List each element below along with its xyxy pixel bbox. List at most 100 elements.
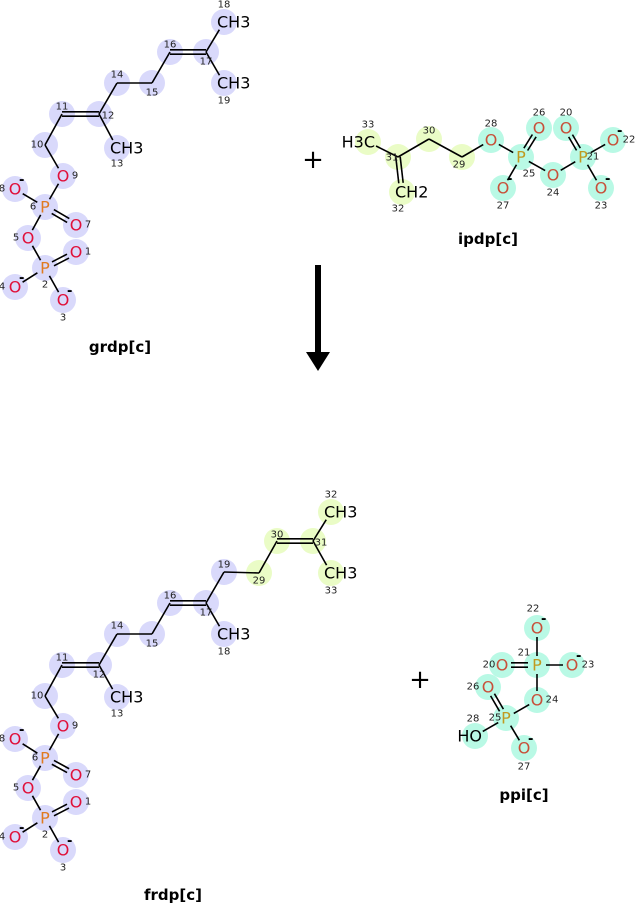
atom-number: 7 [85, 220, 91, 231]
frdp-atom-31[interactable]: 31 [315, 538, 328, 549]
frdp-atom-29[interactable]: 29 [253, 576, 266, 587]
single-bond [560, 160, 576, 172]
ipdp-atom-23[interactable]: O-23 [595, 172, 611, 212]
ppi-atom-20[interactable]: O20 [483, 656, 509, 675]
ppi-atom-21[interactable]: P21 [518, 648, 543, 675]
grdp-atom-highlight [15, 225, 41, 251]
frdp-atom-4[interactable]: O-4 [0, 821, 24, 847]
frdp-atom-5[interactable]: O5 [13, 779, 34, 798]
atom-number: 21 [587, 152, 600, 163]
ipdp-atom-31[interactable]: 31 [386, 153, 399, 164]
single-bond [428, 138, 463, 158]
grdp-atom-4[interactable]: O-4 [0, 271, 24, 297]
ipdp-atom-25[interactable]: P25 [516, 148, 535, 180]
plus-sign-top: + [302, 145, 324, 175]
grdp-atom-2[interactable]: P2 [40, 259, 50, 291]
frdp-atom-30[interactable]: 30 [271, 530, 284, 541]
single-bond [205, 51, 221, 76]
ipdp-atom-24[interactable]: O24 [547, 166, 560, 199]
atom-number: 23 [595, 201, 608, 212]
atom-number: 33 [325, 586, 338, 597]
ipdp-atom-28[interactable]: O28 [485, 119, 498, 150]
ipdp-atom-29[interactable]: 29 [453, 160, 466, 171]
frdp-atom-11[interactable]: 11 [56, 653, 69, 664]
frdp-atom-19[interactable]: 19 [218, 560, 231, 571]
atom-symbol: O [70, 216, 83, 235]
frdp-atom-17[interactable]: 17 [200, 608, 213, 619]
frdp-atom-8[interactable]: O-8 [0, 723, 24, 749]
atom-number: 24 [547, 188, 560, 199]
grdp-atom-12[interactable]: 12 [102, 111, 115, 122]
frdp-atom-highlight [2, 824, 28, 850]
atom-symbol: P [578, 148, 588, 167]
ppi-atom-26[interactable]: O26 [467, 678, 495, 697]
double-bond [277, 537, 313, 545]
atom-number: 27 [518, 762, 531, 773]
molecule-label-frdp[interactable]: frdp[c] [144, 886, 202, 904]
frdp-atom-10[interactable]: 10 [31, 691, 44, 702]
ppi-atom-23[interactable]: O-23 [566, 649, 595, 675]
ppi-atom-25[interactable]: P25 [489, 709, 512, 728]
frdp-atom-14[interactable]: 14 [111, 621, 124, 632]
grdp-atom-5[interactable]: O5 [13, 229, 34, 248]
frdp-atom-2[interactable]: P2 [40, 809, 50, 841]
frdp-atom-6[interactable]: P6 [32, 749, 50, 768]
frdp-atom-12[interactable]: 12 [93, 670, 106, 681]
ipdp-atom-26[interactable]: O26 [533, 108, 546, 138]
grdp-atom-15[interactable]: 15 [146, 88, 159, 99]
grdp-atom-6[interactable]: P6 [30, 198, 50, 217]
grdp-atom-8[interactable]: O-8 [0, 173, 24, 199]
atom-symbol: O [533, 119, 546, 138]
frdp-atom-16[interactable]: 16 [164, 591, 177, 602]
atom-number: 32 [325, 490, 338, 501]
single-bond [205, 602, 221, 627]
atom-symbol: P [40, 259, 50, 278]
ipdp-atom-highlight [355, 129, 381, 155]
ipdp-atom-21[interactable]: P21 [578, 148, 599, 167]
ipdp-atom-20[interactable]: O20 [560, 108, 573, 138]
grdp-atom-10[interactable]: 10 [31, 140, 44, 151]
molecule-label-ipdp[interactable]: ipdp[c] [458, 230, 518, 248]
molecule-label-grdp[interactable]: grdp[c] [89, 338, 151, 356]
grdp-atom-16[interactable]: 16 [164, 40, 177, 51]
atom-number: 28 [485, 119, 498, 130]
atom-number: 31 [315, 538, 328, 549]
atom-symbol: P [516, 148, 526, 167]
ipdp-atom-22[interactable]: O-22 [607, 124, 636, 150]
grdp-atom-14[interactable]: 14 [111, 70, 124, 81]
frdp-atom-15[interactable]: 15 [146, 639, 159, 650]
atom-number: 18 [218, 647, 231, 658]
grdp-atom-11[interactable]: 11 [56, 102, 69, 113]
single-bond [22, 192, 38, 204]
ipdp-atom-30[interactable]: 30 [423, 126, 436, 137]
grdp-atom-3[interactable]: O-3 [57, 284, 73, 324]
ipdp-atom-27[interactable]: O-27 [497, 172, 513, 212]
frdp-atom-3[interactable]: O-3 [57, 834, 73, 874]
ppi-atom-27[interactable]: O-27 [518, 732, 534, 773]
grdp-atom-17[interactable]: 17 [200, 57, 213, 68]
grdp-atom-highlight [2, 274, 28, 300]
single-bond [586, 164, 598, 181]
single-bond [22, 272, 38, 283]
molecule-label-ppi[interactable]: ppi[c] [499, 786, 548, 804]
ppi-atom-22[interactable]: O-22 [527, 604, 547, 638]
atom-number: 31 [386, 153, 399, 164]
frdp-atom-highlight [63, 789, 89, 815]
